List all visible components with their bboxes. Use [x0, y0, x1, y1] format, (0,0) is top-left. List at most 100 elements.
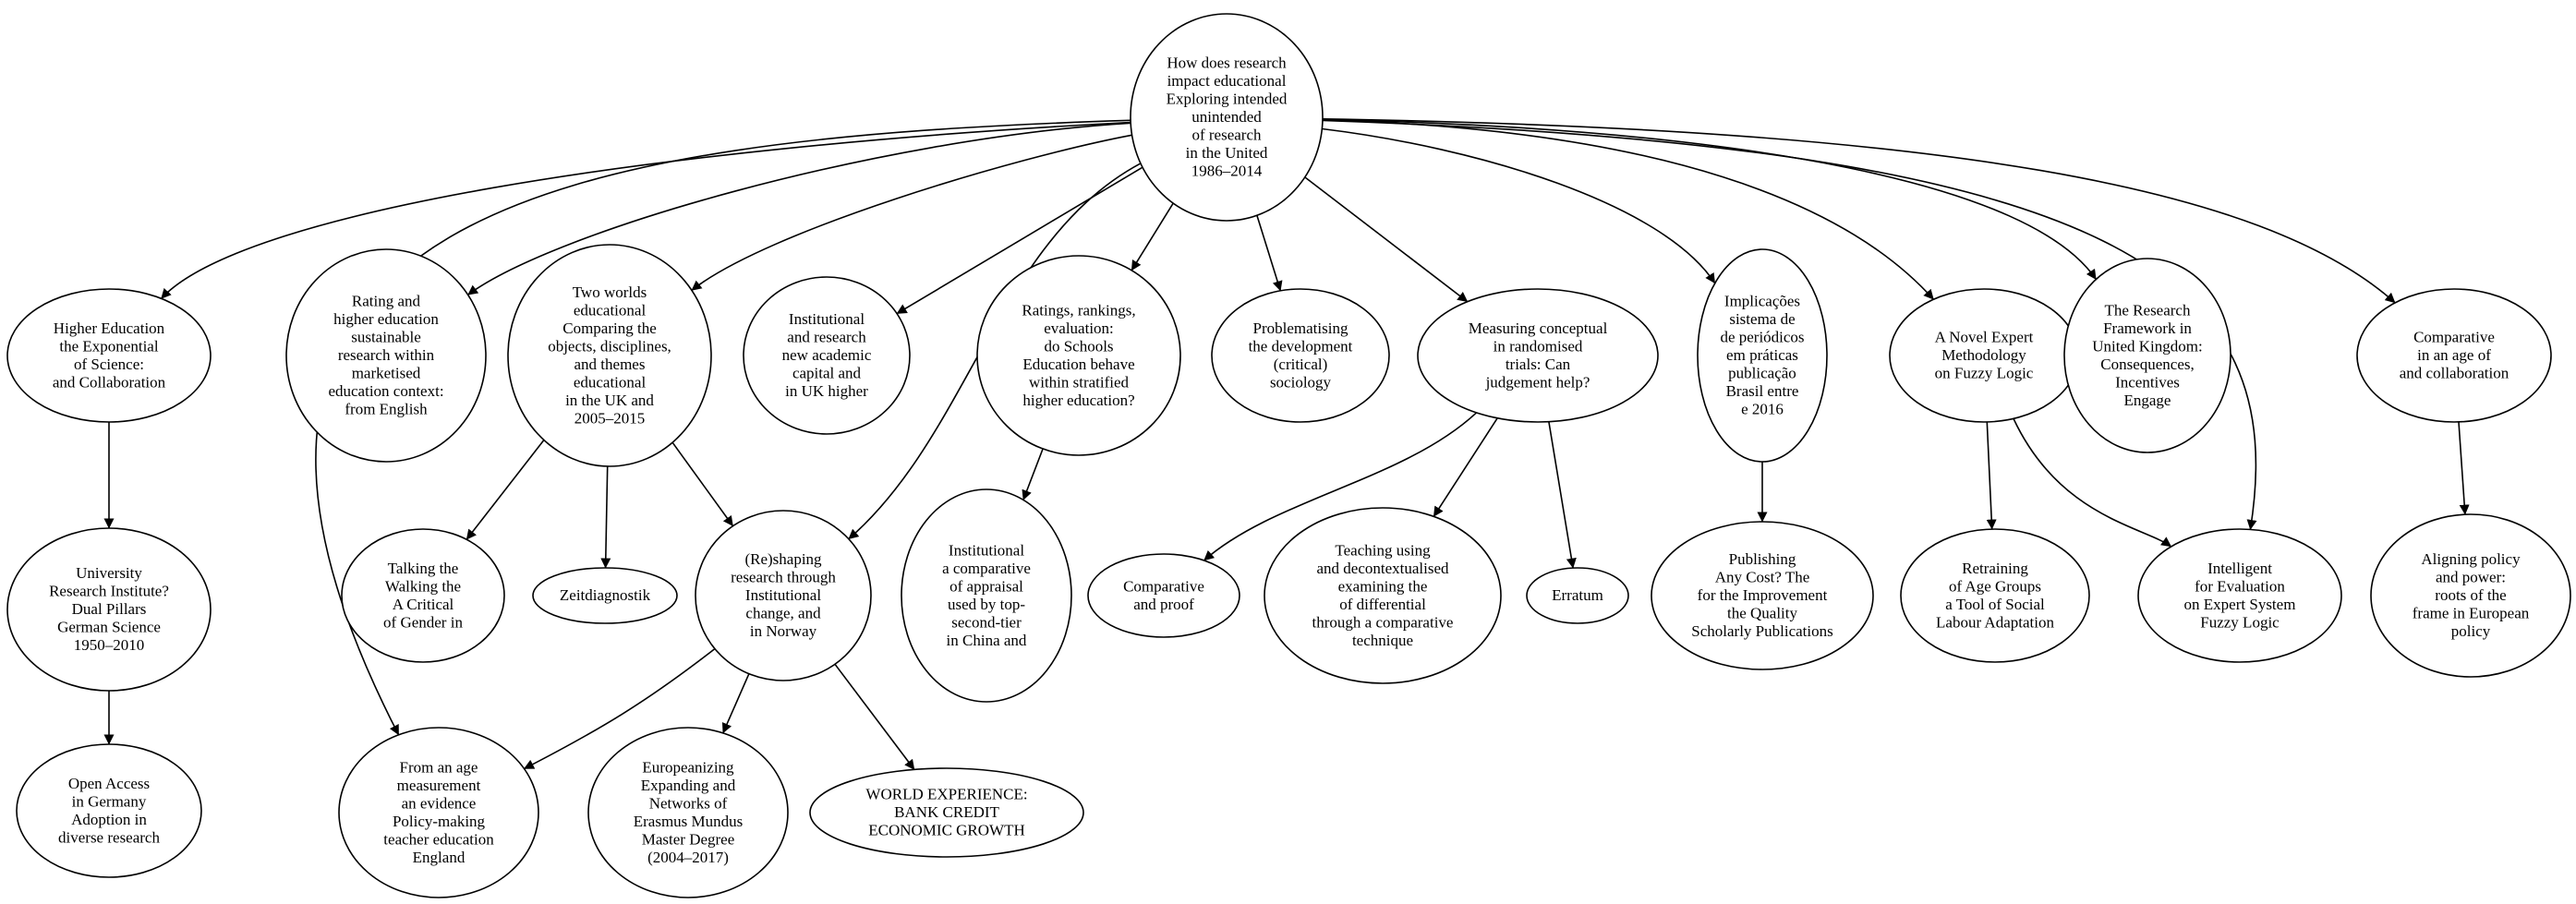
node-label-line: Dual Pillars	[72, 600, 147, 618]
node-ellipse	[1526, 567, 1629, 624]
node-ellipse	[587, 727, 789, 898]
node-label-line: of research	[1191, 127, 1262, 144]
node-label-line: of Gender in	[383, 613, 463, 631]
node-ellipse	[2137, 528, 2342, 663]
node-label-line: Institutional	[745, 586, 821, 604]
node-ellipse	[532, 567, 678, 624]
node-label-line: and themes	[574, 356, 646, 373]
edge-comparative-age-to-aligning	[2458, 421, 2470, 515]
node-label-line: on Expert System	[2184, 596, 2296, 613]
node-ratings-rankings[interactable]: Ratings, rankings,evaluation:do SchoolsE…	[976, 255, 1181, 456]
node-erratum[interactable]: Erratum	[1526, 567, 1629, 624]
node-label-line: Two worlds	[573, 283, 647, 301]
node-label-line: unintended	[1191, 108, 1262, 126]
node-label-line: in UK higher	[785, 382, 868, 400]
node-label-line: England	[413, 849, 466, 866]
node-label-line: higher education	[333, 310, 439, 328]
edge-reshaping-to-world-experience	[834, 663, 915, 770]
node-ellipse	[743, 276, 911, 435]
node-label-line: Rating and	[352, 293, 421, 310]
node-label-line: United Kingdom:	[2092, 337, 2202, 355]
node-label-line: educational	[574, 301, 647, 319]
edge-reshaping-to-from-age	[524, 647, 716, 770]
node-label-line: ECONOMIC GROWTH	[868, 822, 1025, 839]
node-label-line: Any Cost? The	[1715, 569, 1810, 586]
node-ellipse	[1130, 13, 1324, 222]
node-ellipse	[1211, 288, 1390, 423]
node-label-line: Measuring conceptual	[1469, 319, 1608, 337]
node-label-line: of appraisal	[949, 577, 1023, 595]
edge-measuring-to-comparative-proof	[1203, 412, 1478, 561]
node-label-line: Talking the	[388, 560, 459, 577]
node-label-line: and collaboration	[2400, 365, 2509, 382]
node-label-line: The Research	[2105, 301, 2191, 319]
node-label-line: Publishing	[1729, 550, 1796, 568]
node-label-line: examining the	[1338, 577, 1428, 595]
node-label-line: research within	[338, 346, 435, 364]
node-label-line: 1986–2014	[1191, 163, 1263, 180]
edge-layer	[103, 118, 2470, 770]
node-label-line: educational	[574, 373, 647, 391]
node-label-line: Adoption in	[71, 811, 147, 828]
node-label-line: Open Access	[68, 775, 150, 792]
node-label-line: (Re)shaping	[744, 550, 822, 568]
edge-root-to-intelligent	[1322, 119, 2257, 530]
edge-root-to-two-worlds	[691, 134, 1132, 292]
node-ellipse	[6, 527, 212, 692]
node-label-line: of Age Groups	[1949, 577, 2041, 595]
node-ellipse	[285, 248, 487, 463]
node-label-line: in an age of	[2417, 346, 2491, 364]
node-label-line: (critical)	[1274, 356, 1328, 373]
node-label-line: University	[76, 564, 142, 582]
node-label-line: Ratings, rankings,	[1022, 301, 1135, 319]
node-label-line: change, and	[745, 605, 821, 622]
node-label-line: em práticas	[1726, 346, 1798, 364]
node-label-line: A Critical	[393, 596, 454, 613]
node-label-line: in China and	[947, 632, 1027, 649]
edge-root-to-from-age	[315, 119, 1131, 736]
node-label-line: sistema de	[1729, 310, 1795, 328]
node-label-line: the Exponential	[59, 337, 158, 355]
node-label-line: roots of the	[2435, 586, 2506, 604]
node-zeitdiagnostik[interactable]: Zeitdiagnostik	[532, 567, 678, 624]
node-label-line: and proof	[1133, 596, 1194, 613]
node-label-line: Consequences,	[2100, 356, 2195, 373]
edge-root-to-research-framework	[1322, 118, 2097, 280]
node-label-line: an evidence	[402, 794, 477, 812]
node-label-line: e 2016	[1741, 401, 1784, 418]
node-label-line: impact educational	[1167, 72, 1287, 90]
node-label-line: teacher education	[383, 830, 494, 848]
node-ellipse	[976, 255, 1181, 456]
node-ellipse	[2356, 288, 2552, 423]
node-label-line: Education behave	[1022, 356, 1134, 373]
edge-root-to-measuring	[1304, 176, 1469, 303]
node-label-line: Expanding and	[641, 777, 736, 794]
node-label-line: through a comparative	[1312, 613, 1454, 631]
edge-two-worlds-to-reshaping	[671, 441, 734, 527]
